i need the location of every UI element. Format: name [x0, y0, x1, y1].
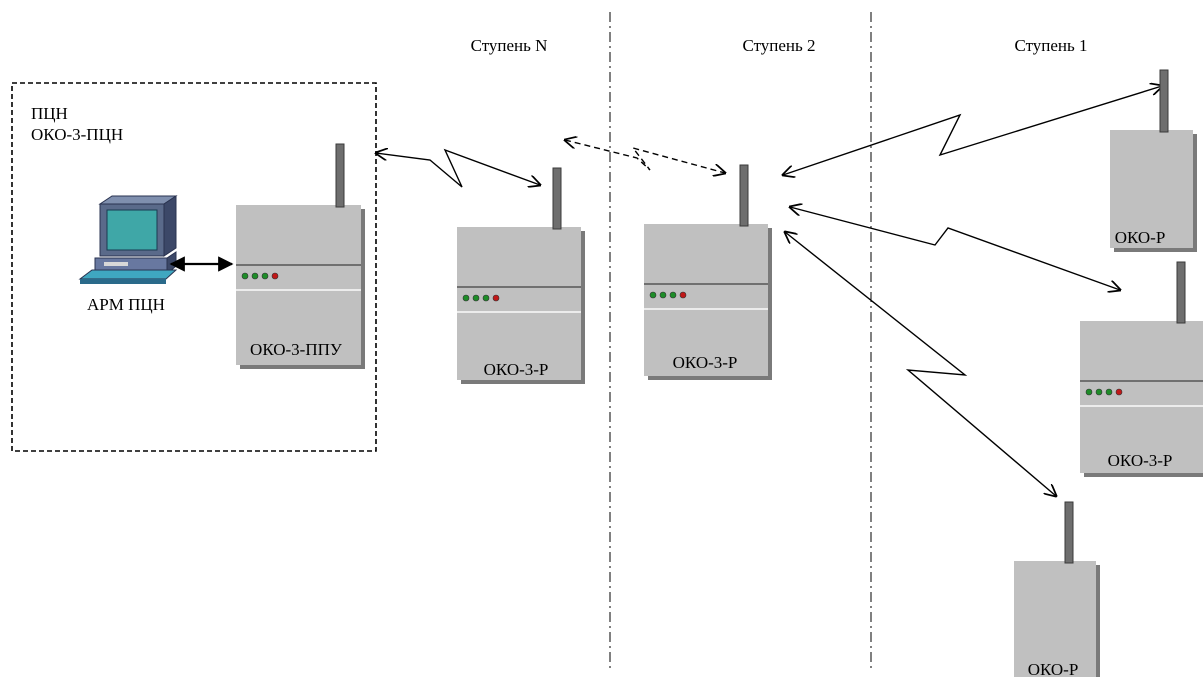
- radio-link-ppu-stage-n: [376, 150, 540, 187]
- device-label-ppu: ОКО-3-ППУ: [250, 340, 342, 359]
- status-led-icon: [261, 272, 269, 280]
- device-body: [644, 224, 768, 376]
- status-led-icon: [462, 294, 470, 302]
- status-led-icon: [472, 294, 480, 302]
- status-led-icon: [1115, 388, 1123, 396]
- status-led-icon: [1105, 388, 1113, 396]
- status-led-icon: [1095, 388, 1103, 396]
- antenna: [1064, 501, 1074, 564]
- status-led-icon: [482, 294, 490, 302]
- device-body: [1080, 321, 1203, 473]
- device-okor-bottom: [1014, 501, 1100, 677]
- antenna: [335, 143, 345, 208]
- stage-1-label: Ступень 1: [1014, 36, 1088, 55]
- device-relay-n: [457, 167, 585, 384]
- device-body: [1110, 130, 1193, 248]
- status-led-icon: [659, 291, 667, 299]
- device-label-okor-top: ОКО-Р: [1114, 228, 1166, 247]
- center-title: ПЦН: [31, 104, 68, 123]
- antenna: [1176, 261, 1186, 324]
- status-led-icon: [271, 272, 279, 280]
- radio-link-to-okor-top: [783, 86, 1162, 175]
- stage-n-label: Ступень N: [470, 36, 548, 55]
- device-body: [236, 205, 361, 365]
- workstation-label: АРМ ПЦН: [87, 295, 165, 314]
- control-center-frame: [11, 82, 377, 452]
- device-label-okor-bottom: ОКО-Р: [1027, 660, 1079, 679]
- device-ppu: [236, 143, 365, 369]
- radio-link-stage-n-stage-2: [565, 140, 725, 173]
- device-body: [1014, 561, 1096, 677]
- device-okor-top: [1110, 69, 1197, 252]
- status-led-icon: [649, 291, 657, 299]
- status-led-icon: [669, 291, 677, 299]
- device-label-oko3r-right: ОКО-3-Р: [1107, 451, 1173, 470]
- status-led-icon: [251, 272, 259, 280]
- device-label-relay-n: ОКО-3-Р: [483, 360, 549, 379]
- device-label-relay-2: ОКО-3-Р: [672, 353, 738, 372]
- antenna: [1159, 69, 1169, 133]
- stage-2-label: Ступень 2: [742, 36, 816, 55]
- device-oko3r-right: [1080, 261, 1203, 477]
- status-led-icon: [492, 294, 500, 302]
- status-led-icon: [1085, 388, 1093, 396]
- status-led-icon: [679, 291, 687, 299]
- antenna: [552, 167, 562, 230]
- status-led-icon: [241, 272, 249, 280]
- radio-link-to-okor-bottom: [785, 232, 1056, 496]
- radio-link-to-oko3r-right: [790, 207, 1120, 290]
- computer-icon: [78, 195, 178, 284]
- antenna: [739, 164, 749, 227]
- device-body: [457, 227, 581, 380]
- device-relay-2: [644, 164, 772, 380]
- center-subtitle: ОКО-3-ПЦН: [31, 125, 124, 144]
